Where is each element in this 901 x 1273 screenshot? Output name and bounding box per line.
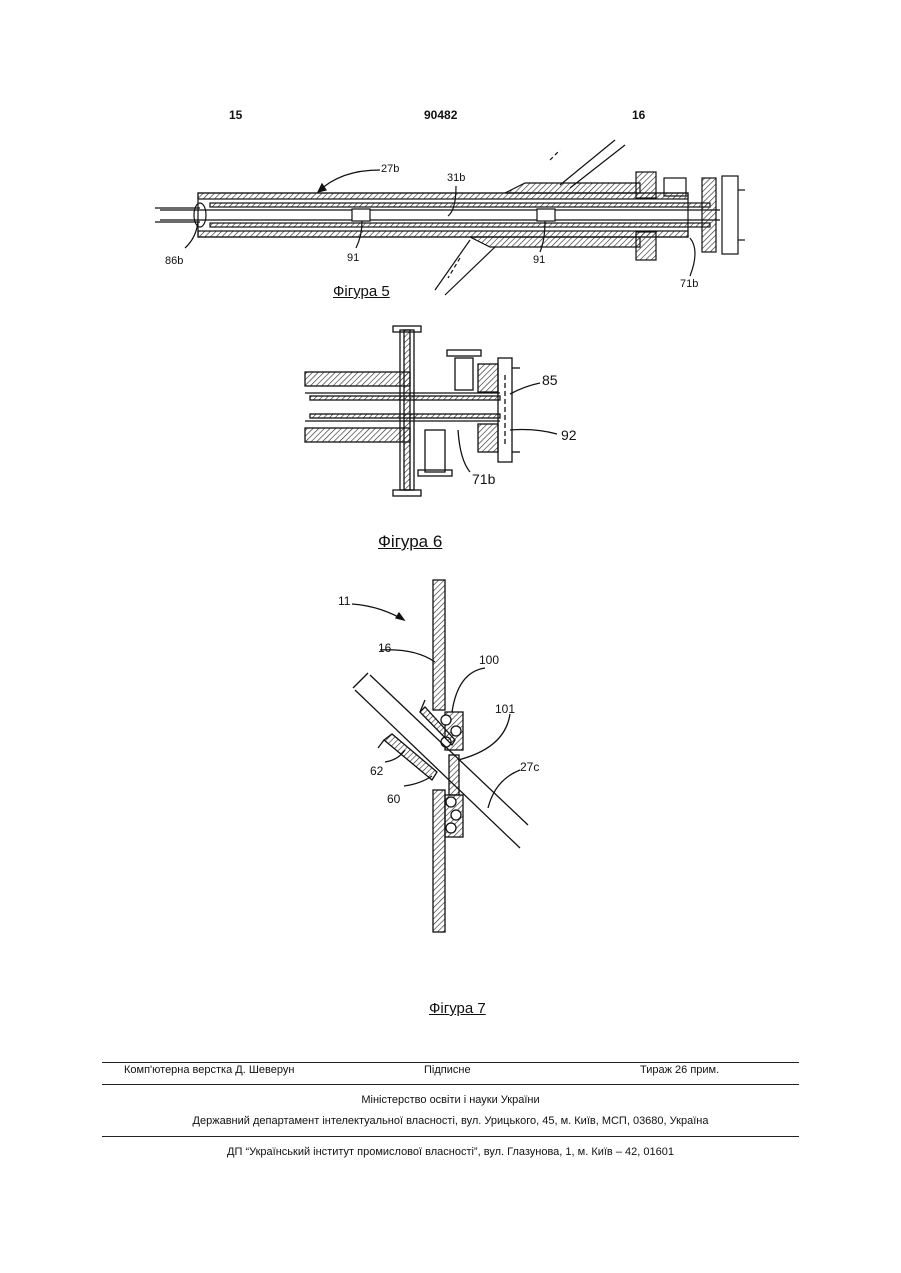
fig7-label-27c: 27c xyxy=(520,760,539,774)
fig7-label-16: 16 xyxy=(378,641,392,655)
fig7-label-60: 60 xyxy=(387,792,401,806)
circulation: Тираж 26 прим. xyxy=(640,1064,719,1076)
figure-7-caption: Фігура 7 xyxy=(429,1000,486,1017)
fig7-label-62: 62 xyxy=(370,764,384,778)
figure-7-drawing: 11 16 100 101 27c 62 60 xyxy=(0,0,901,960)
fig7-label-11: 11 xyxy=(338,594,351,608)
ministry-name: Міністерство освіти і науки України xyxy=(102,1094,799,1106)
institute-address: ДП “Український інститут промислової вла… xyxy=(102,1146,799,1158)
layout-credit: Комп'ютерна верстка Д. Шеверун xyxy=(124,1064,294,1076)
fig7-label-100: 100 xyxy=(479,653,499,667)
fig7-label-101: 101 xyxy=(495,702,515,716)
footer-rule-middle xyxy=(102,1084,799,1085)
department-address: Державний департамент інтелектуальної вл… xyxy=(102,1115,799,1127)
footer-rule-top xyxy=(102,1062,799,1063)
footer-rule-bottom xyxy=(102,1136,799,1137)
signed-label: Підписне xyxy=(424,1064,471,1076)
